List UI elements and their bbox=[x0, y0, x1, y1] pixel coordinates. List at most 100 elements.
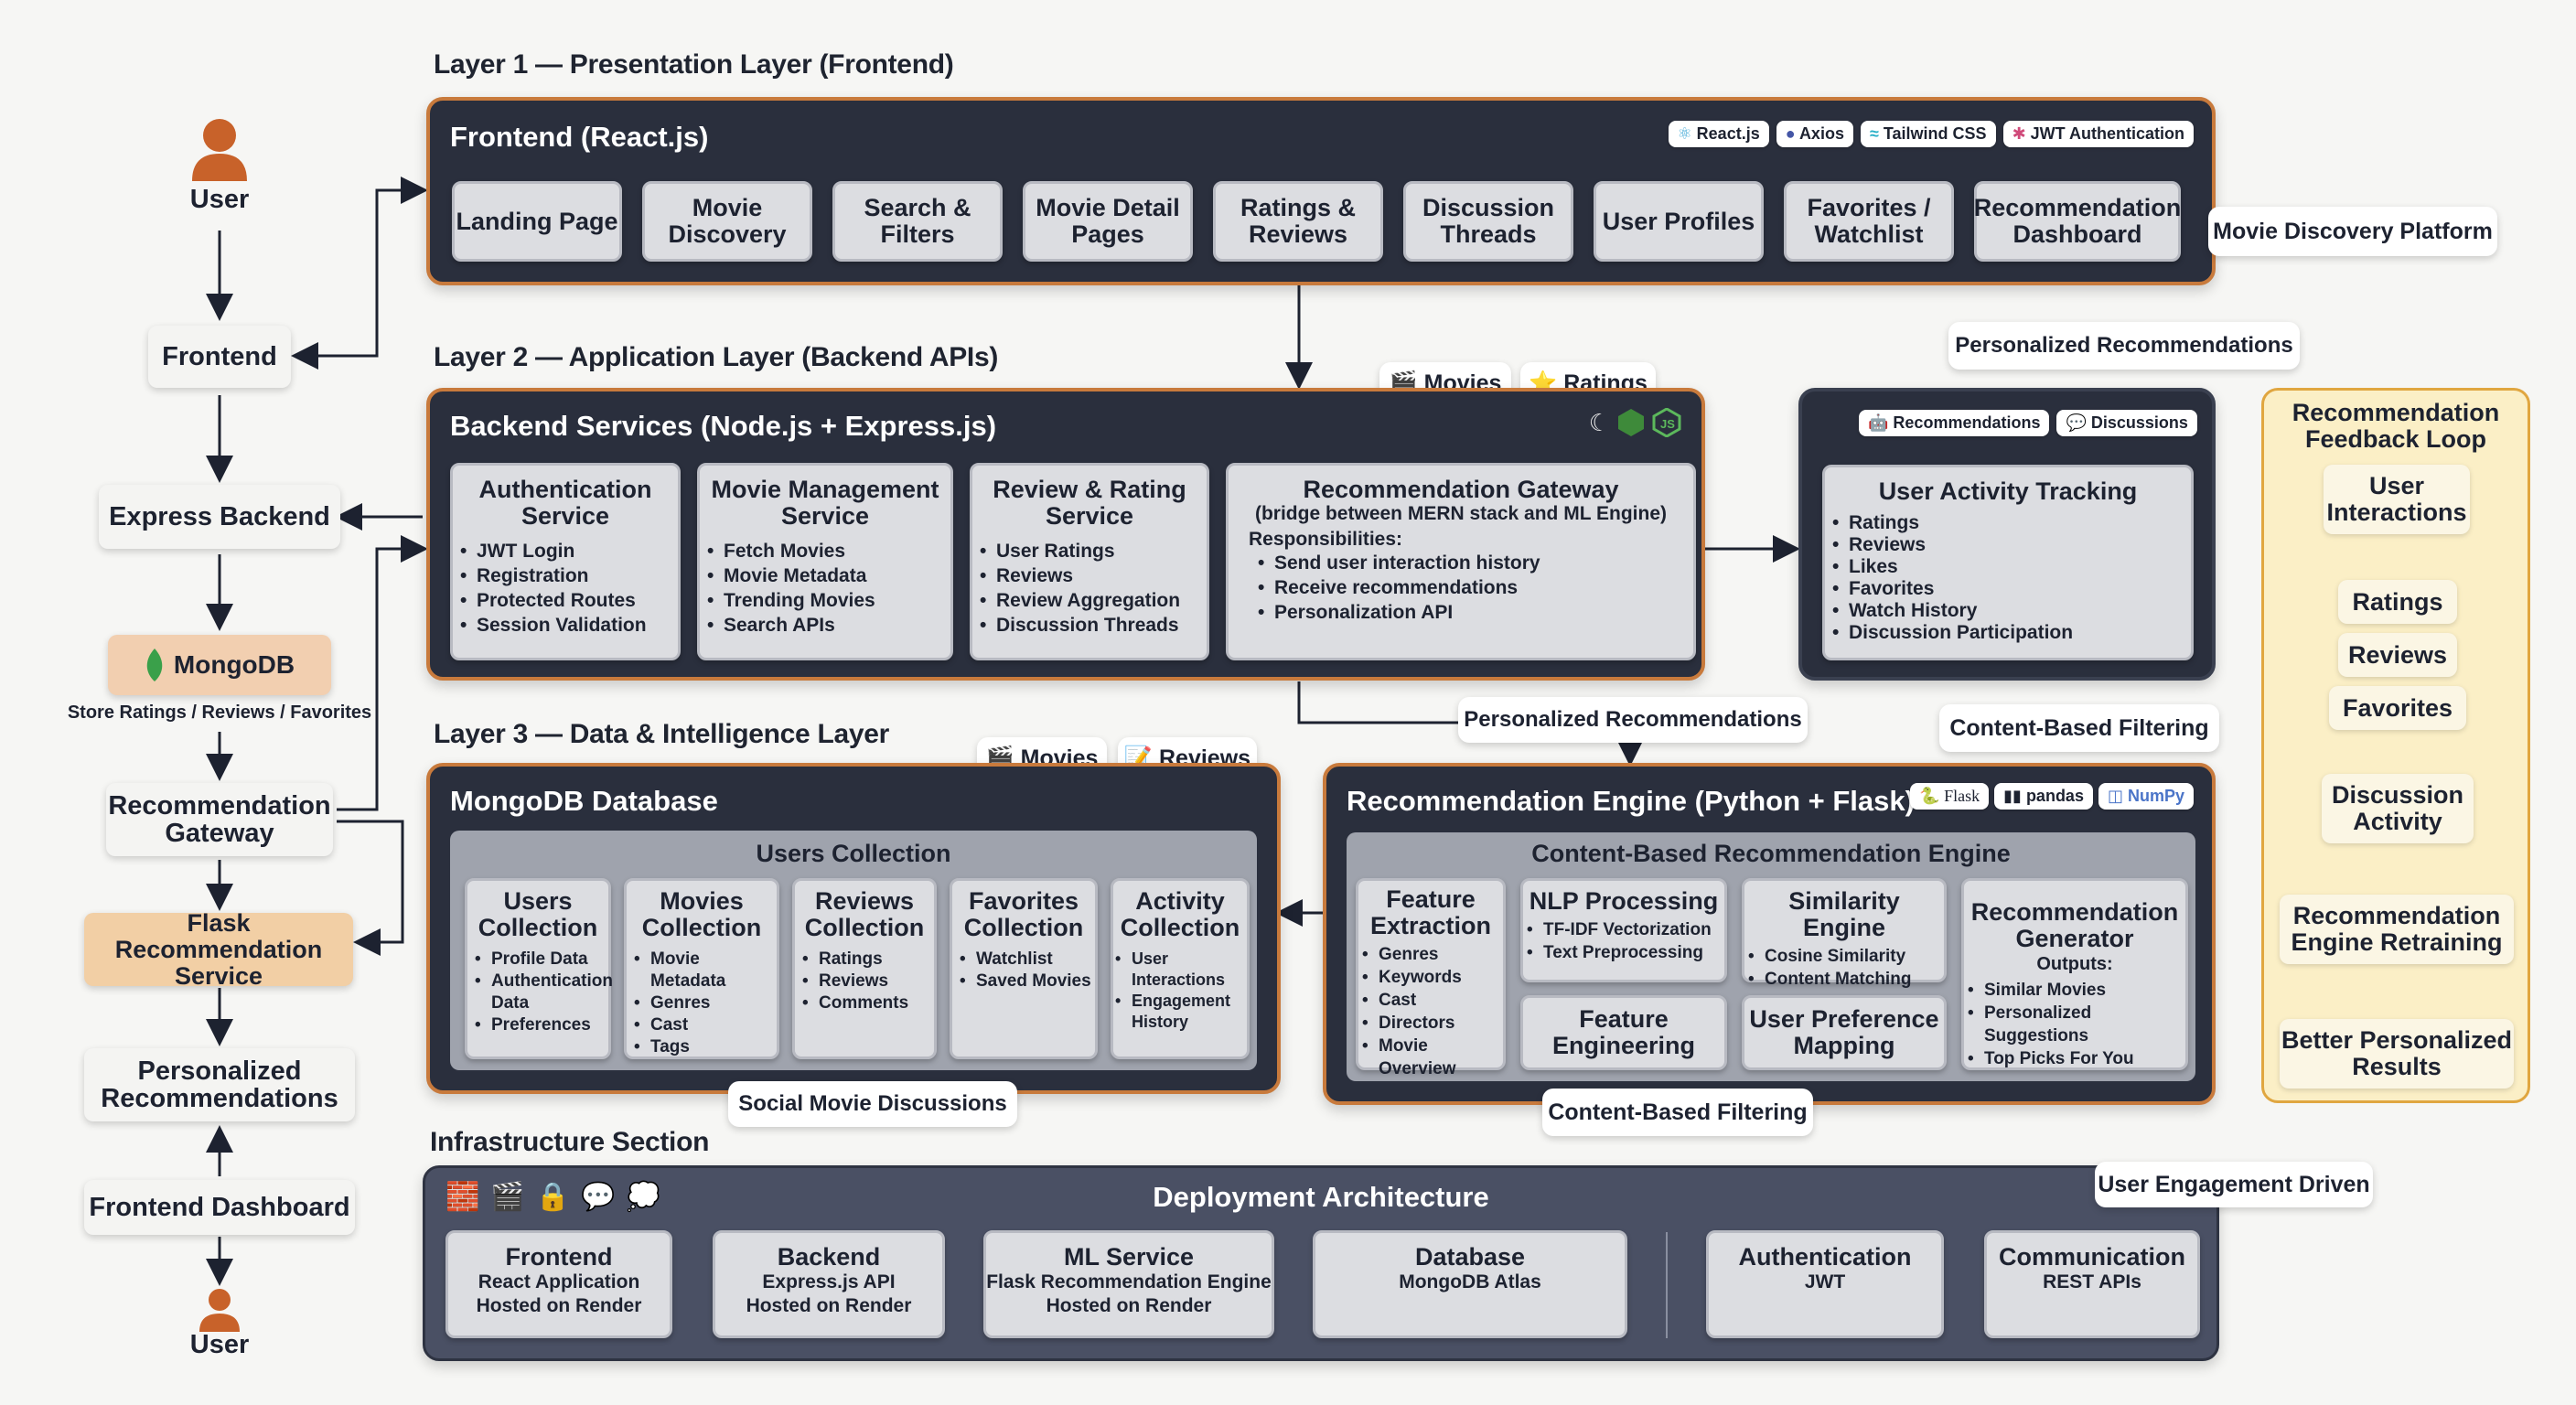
list-item: Ratings bbox=[802, 949, 934, 971]
list-item: Likes bbox=[1832, 556, 2191, 578]
page-recommendation-dashboard[interactable]: Recommendation Dashboard bbox=[1974, 181, 2181, 262]
list-item: Send user interaction history bbox=[1258, 551, 1693, 575]
list-item: Directors bbox=[1362, 1012, 1503, 1035]
deploy-card-title: ML Service bbox=[1063, 1243, 1195, 1271]
collection-list: User Interactions Engagement History bbox=[1113, 949, 1247, 1033]
tech-tag: ⚛ React.js bbox=[1668, 121, 1769, 147]
gateway-responsibilities-label: Responsibilities: bbox=[1249, 529, 1403, 550]
backend-tech-icons: ☾ JS bbox=[1589, 408, 1681, 437]
list-item: Favorites bbox=[1832, 578, 2191, 600]
list-item: JWT Login bbox=[460, 539, 678, 563]
deploy-card-title: Frontend bbox=[505, 1243, 613, 1271]
feedback-loop-title: Recommendation Feedback Loop bbox=[2292, 399, 2500, 453]
svg-text:JS: JS bbox=[1660, 417, 1675, 431]
feedback-engine-retraining: Recommendation Engine Retraining bbox=[2280, 895, 2514, 964]
movie-management-title: Movie Management Service bbox=[711, 476, 939, 530]
list-item: Movie Overview bbox=[1362, 1035, 1503, 1080]
feature-engineering-card: Feature Engineering bbox=[1520, 995, 1727, 1070]
flow-recommendation-gateway: Recommendation Gateway bbox=[106, 783, 333, 856]
list-item: Content Matching bbox=[1748, 968, 1944, 991]
list-item: Session Validation bbox=[460, 613, 678, 638]
deploy-card-line: Hosted on Render bbox=[1046, 1295, 1212, 1316]
flask-tag: 🐍 Flask bbox=[1910, 783, 1990, 810]
page-discussion-threads[interactable]: Discussion Threads bbox=[1403, 181, 1573, 262]
list-item: Tags bbox=[634, 1036, 777, 1058]
layer3-title: Layer 3 — Data & Intelligence Layer bbox=[434, 719, 890, 749]
review-rating-list: User Ratings Reviews Review Aggregation … bbox=[972, 539, 1207, 638]
social-movie-discussions-label: Social Movie Discussions bbox=[728, 1081, 1017, 1127]
list-item: Cast bbox=[1362, 989, 1503, 1012]
movie-discovery-platform-label: Movie Discovery Platform bbox=[2208, 207, 2497, 256]
list-item: Top Picks For You bbox=[1968, 1047, 2185, 1070]
user-label-bottom: User bbox=[189, 1330, 250, 1359]
backend-panel-title: Backend Services (Node.js + Express.js) bbox=[450, 410, 997, 442]
feedback-discussion-activity: Discussion Activity bbox=[2322, 774, 2474, 843]
deploy-card-line: REST APIs bbox=[2043, 1271, 2141, 1292]
layer1-title: Layer 1 — Presentation Layer (Frontend) bbox=[434, 49, 954, 80]
flow-flask-service: Flask Recommendation Service bbox=[84, 909, 353, 989]
list-item: Personalized Suggestions bbox=[1968, 1002, 2185, 1047]
brick-icon: 🧱 bbox=[445, 1182, 480, 1212]
movie-management-list: Fetch Movies Movie Metadata Trending Mov… bbox=[700, 539, 950, 638]
numpy-tag: ◫ NumPy bbox=[2098, 783, 2194, 810]
recommendation-engine-panel: Recommendation Engine (Python + Flask) 🐍… bbox=[1323, 763, 2216, 1105]
deploy-card-title: Database bbox=[1414, 1243, 1526, 1271]
mongodb-panel-title: MongoDB Database bbox=[450, 785, 718, 817]
list-item: Genres bbox=[634, 992, 777, 1014]
list-item: Preferences bbox=[475, 1014, 608, 1036]
generator-outputs-label: Outputs: bbox=[2036, 954, 2113, 974]
list-item: Reviews bbox=[802, 971, 934, 992]
deploy-card-line: MongoDB Atlas bbox=[1399, 1271, 1541, 1292]
collection-title: Users Collection bbox=[478, 887, 598, 941]
deploy-card-title: Communication bbox=[1998, 1243, 2185, 1271]
deploy-card-frontend: Frontend React Application Hosted on Ren… bbox=[445, 1230, 672, 1338]
feedback-favorites: Favorites bbox=[2329, 686, 2466, 730]
collection-title: Reviews Collection bbox=[804, 887, 925, 941]
list-item: Comments bbox=[802, 992, 934, 1014]
nlp-processing-list: TF-IDF Vectorization Text Preprocessing bbox=[1523, 918, 1724, 964]
user-activity-card: User Activity Tracking Ratings Reviews L… bbox=[1822, 465, 2194, 660]
list-item: Reviews bbox=[1832, 534, 2191, 556]
page-landing[interactable]: Landing Page bbox=[452, 181, 622, 262]
feedback-ratings: Ratings bbox=[2338, 580, 2457, 624]
gateway-subtitle: (bridge between MERN stack and ML Engine… bbox=[1254, 503, 1667, 524]
deploy-card-line: Hosted on Render bbox=[476, 1295, 642, 1316]
list-item: Cosine Similarity bbox=[1748, 945, 1944, 968]
page-favorites-watchlist[interactable]: Favorites / Watchlist bbox=[1784, 181, 1954, 262]
personalized-recommendations-mid-label: Personalized Recommendations bbox=[1458, 697, 1808, 743]
layer2-title: Layer 2 — Application Layer (Backend API… bbox=[434, 342, 999, 372]
page-movie-discovery[interactable]: Movie Discovery bbox=[642, 181, 812, 262]
tech-tag: ● Axios bbox=[1776, 121, 1853, 147]
list-item: Saved Movies bbox=[960, 971, 1095, 992]
user-preference-mapping-title: User Preference Mapping bbox=[1749, 1005, 1939, 1059]
content-based-engine-header: Content-Based Recommendation Engine bbox=[1531, 840, 2011, 867]
user-engagement-driven-label: User Engagement Driven bbox=[2095, 1162, 2373, 1207]
list-item: Text Preprocessing bbox=[1527, 941, 1724, 964]
list-item: Discussion Threads bbox=[980, 613, 1207, 638]
generator-list: Similar Movies Personalized Suggestions … bbox=[1964, 979, 2185, 1070]
deploy-card-backend: Backend Express.js API Hosted on Render bbox=[713, 1230, 945, 1338]
page-ratings-reviews[interactable]: Ratings & Reviews bbox=[1213, 181, 1383, 262]
users-collection-header: Users Collection bbox=[756, 840, 951, 867]
list-item: Receive recommendations bbox=[1258, 575, 1693, 600]
thought-bubble-icon: 💭 bbox=[626, 1182, 660, 1212]
collection-title: Favorites Collection bbox=[963, 887, 1084, 941]
collection-list: Movie Metadata Genres Cast Tags bbox=[627, 949, 777, 1058]
content-based-filtering-top-label: Content-Based Filtering bbox=[1939, 704, 2219, 752]
list-item: User Interactions bbox=[1115, 949, 1247, 991]
page-user-profiles[interactable]: User Profiles bbox=[1594, 181, 1764, 262]
mongodb-caption: Store Ratings / Reviews / Favorites bbox=[67, 702, 372, 723]
list-item: Movie Metadata bbox=[634, 949, 777, 992]
gateway-list: Send user interaction history Receive re… bbox=[1250, 551, 1693, 625]
user-icon-top bbox=[188, 117, 251, 181]
deploy-card-line: Express.js API bbox=[762, 1271, 896, 1292]
flow-frontend-dashboard: Frontend Dashboard bbox=[84, 1180, 355, 1235]
page-search-filters[interactable]: Search & Filters bbox=[832, 181, 1003, 262]
page-movie-detail[interactable]: Movie Detail Pages bbox=[1023, 181, 1193, 262]
list-item: Genres bbox=[1362, 943, 1503, 966]
flow-personalized-recommendations: Personalized Recommendations bbox=[84, 1048, 355, 1121]
feature-engineering-title: Feature Engineering bbox=[1551, 1005, 1695, 1059]
feature-extraction-card: Feature Extraction Genres Keywords Cast … bbox=[1356, 878, 1506, 1078]
deploy-card-title: Backend bbox=[777, 1243, 881, 1271]
review-rating-title: Review & Rating Service bbox=[993, 476, 1186, 530]
